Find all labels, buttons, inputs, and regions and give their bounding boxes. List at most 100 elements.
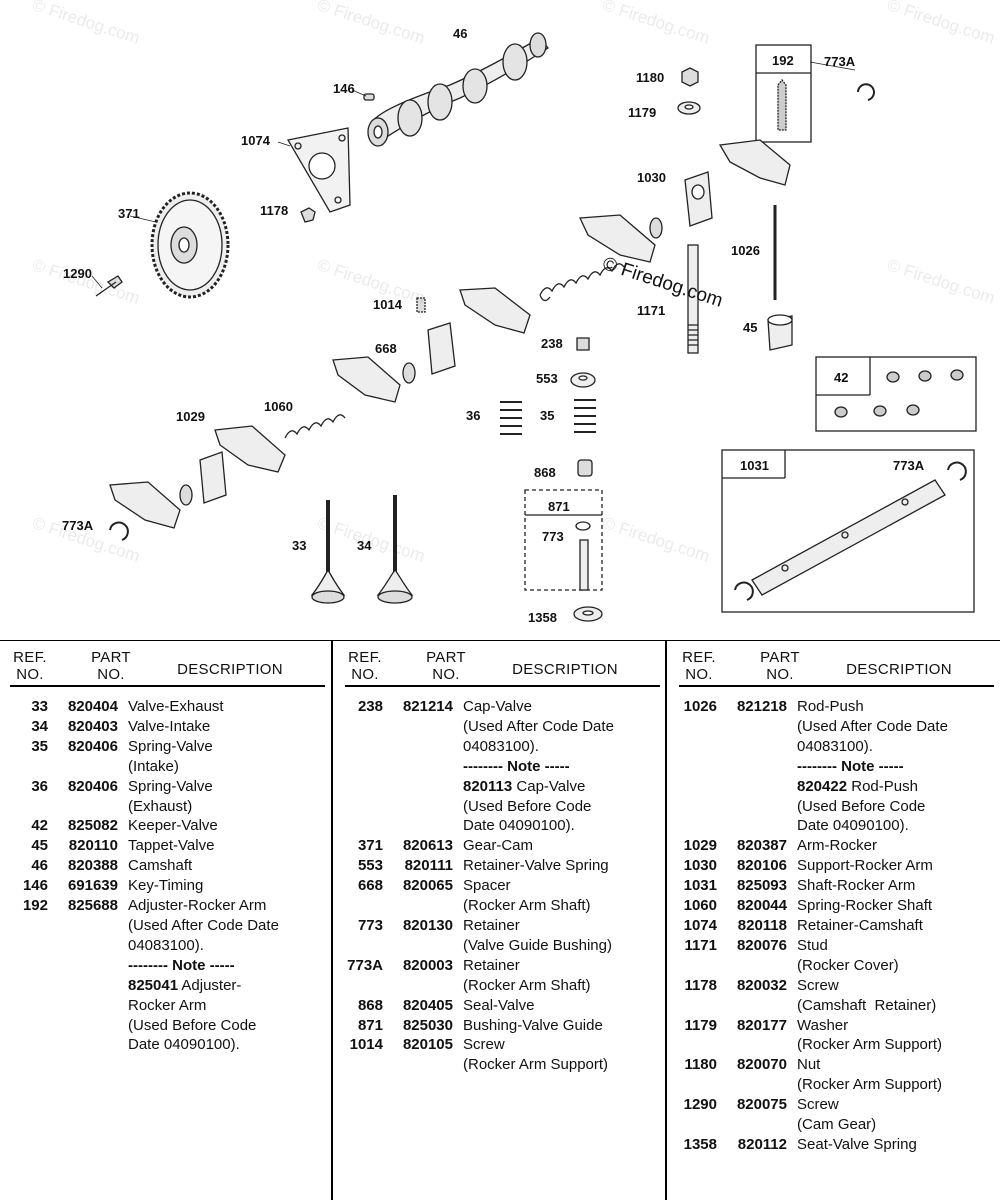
callout-1060: 1060 (264, 399, 293, 414)
table-row: 04083100). (669, 737, 1000, 757)
part-no-header: PART NO. (426, 649, 466, 683)
part-no-cell: 820111 (404, 857, 453, 875)
part-no-cell: 820076 (736, 936, 787, 954)
description-cell: Screw (797, 976, 839, 994)
part-no-cell: 820406 (67, 737, 118, 755)
part-no-cell: 821218 (736, 698, 787, 715)
description-cell: Valve-Exhaust (128, 698, 224, 715)
column-divider (665, 641, 667, 1200)
description-cell: Screw (797, 1096, 839, 1114)
table-row: (Rocker Arm Support) (335, 1055, 665, 1075)
ref-no-cell: 553 (357, 857, 383, 875)
description-cell: Gear-Cam (463, 837, 534, 855)
callout-238: 238 (541, 336, 563, 351)
ref-no-cell: 33 (31, 698, 48, 715)
description-cell: (Used After Code Date (463, 717, 614, 735)
callout-1178: 1178 (260, 203, 289, 218)
table-row: Rocker Arm (0, 996, 331, 1016)
description-cell: Camshaft (128, 857, 193, 875)
description-cell: -------- Note ----- (128, 956, 235, 974)
ref-no-cell: 1290 (683, 1096, 717, 1114)
table-row: (Used Before Code (0, 1016, 331, 1036)
rocker-arm-part-5 (214, 425, 286, 473)
description-cell: (Used After Code Date (128, 916, 279, 934)
rocker-arm-part-2 (579, 214, 656, 263)
description-cell: Date 04090100). (797, 817, 909, 835)
callout-1031: 1031 (740, 458, 769, 473)
table-row: 825041 Adjuster- (0, 976, 331, 996)
callout-773: 773 (542, 529, 564, 544)
part-no-cell: 820105 (402, 1036, 453, 1054)
description-cell: (Rocker Cover) (797, 956, 899, 974)
description-cell: (Used After Code Date (797, 717, 948, 735)
description-cell: (Rocker Arm Shaft) (463, 897, 591, 915)
part-no-cell: 820044 (736, 897, 787, 915)
ref-no-cell: 35 (31, 737, 48, 755)
callout-146: 146 (333, 81, 355, 96)
ref-no-cell: 1180 (684, 1056, 717, 1074)
part-no-cell: 821214 (402, 698, 453, 715)
table-row: (Used After Code Date (335, 717, 665, 737)
description-cell: (Rocker Arm Shaft) (463, 976, 591, 994)
description-cell: Spacer (463, 877, 511, 895)
callout-371: 371 (118, 206, 140, 221)
description-cell: Washer (797, 1016, 849, 1034)
ref-no-cell: 371 (357, 837, 383, 855)
table-row: (Exhaust) (0, 797, 331, 817)
callout-1014: 1014 (373, 297, 402, 312)
table-row: (Rocker Arm Support) (669, 1075, 1000, 1095)
description-cell: (Valve Guide Bushing) (463, 936, 612, 954)
callout-45: 45 (743, 320, 758, 335)
part-no-cell: 820003 (402, 956, 453, 974)
description-cell: Retainer-Valve Spring (463, 857, 609, 875)
rocker-arm-part-6 (109, 481, 181, 529)
callout-1029: 1029 (176, 409, 205, 424)
part-no-header: PART NO. (91, 649, 131, 683)
part-no-cell: 820177 (736, 1016, 787, 1034)
callout-773a-shaft: 773A (893, 458, 925, 473)
part-no-cell: 820032 (736, 976, 787, 994)
part-no-cell: 825093 (736, 877, 787, 895)
keeper-box (815, 356, 977, 432)
ref-no-cell: 1030 (683, 857, 717, 875)
table-row: (Intake) (0, 757, 331, 777)
callout-1026: 1026 (731, 243, 760, 258)
part-no-cell: 820403 (67, 717, 118, 735)
table-row: 04083100). (335, 737, 665, 757)
part-no-cell: 820406 (67, 777, 118, 795)
description-cell: (Used Before Code (463, 797, 592, 815)
description-cell: (Cam Gear) (797, 1116, 877, 1134)
table-row: Date 04090100). (335, 816, 665, 836)
callout-35: 35 (540, 408, 555, 423)
part-no-cell: 820112 (737, 1135, 787, 1153)
ref-no-cell: 773 (357, 916, 383, 934)
ref-no-header: REF. NO. (348, 649, 382, 683)
part-no-cell: 820075 (736, 1096, 787, 1114)
description-cell: Date 04090100). (128, 1036, 240, 1054)
rocker-arm-part-3 (459, 287, 531, 334)
rocker-arm-part-4 (332, 356, 401, 403)
ref-no-cell: 1358 (683, 1135, 717, 1153)
ref-no-cell: 146 (22, 877, 48, 895)
description-cell: (Rocker Arm Support) (797, 1076, 943, 1094)
bushing-box (524, 489, 603, 591)
table-row: (Rocker Cover) (669, 956, 1000, 976)
callout-668: 668 (375, 341, 397, 356)
description-header: DESCRIPTION (177, 661, 283, 678)
description-cell: Adjuster-Rocker Arm (128, 897, 267, 915)
description-cell: Retainer (463, 916, 520, 934)
callout-36: 36 (466, 408, 481, 423)
